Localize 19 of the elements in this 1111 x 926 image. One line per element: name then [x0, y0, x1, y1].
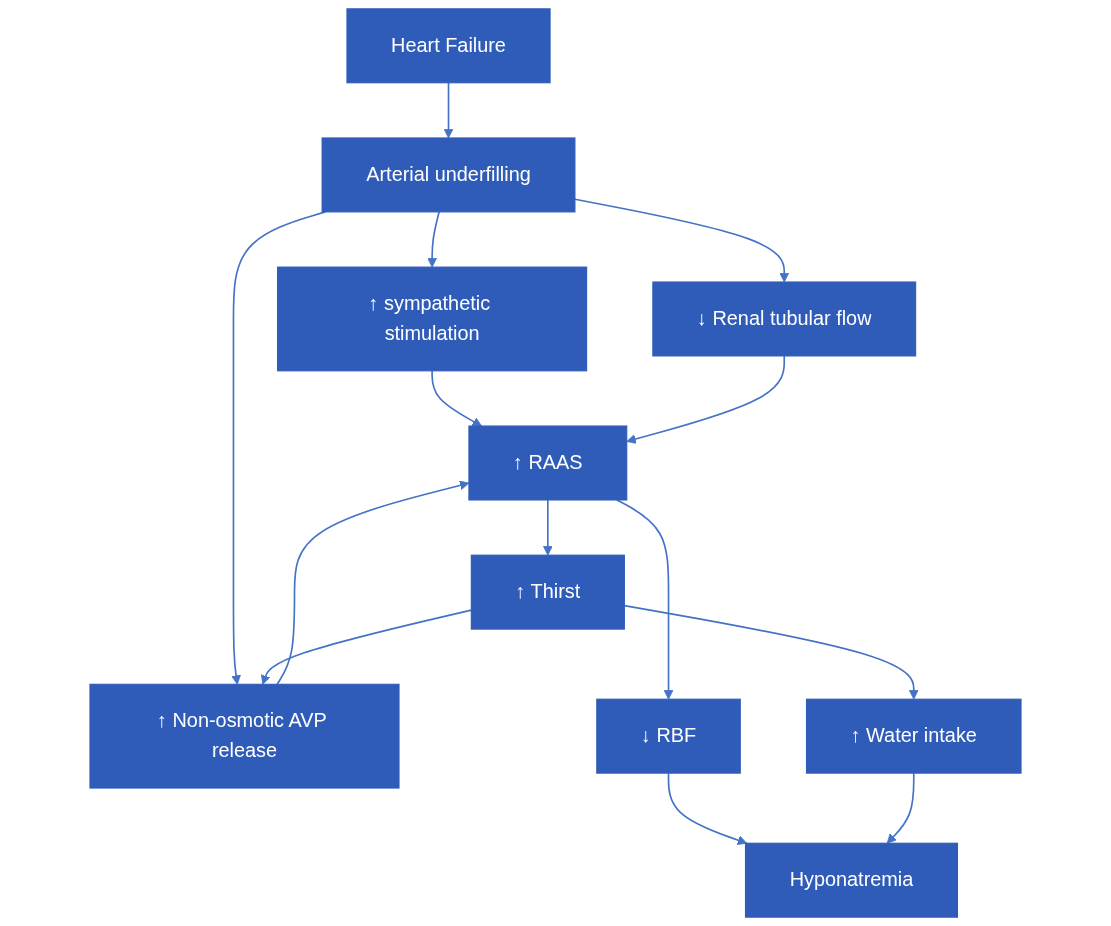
node-box: Arterial underfilling: [321, 137, 576, 213]
arrow: [431, 370, 482, 427]
node-box: ↓ RBF: [596, 698, 741, 774]
arrow: [626, 355, 786, 444]
node-box: ↑ Non-osmotic AVP release: [89, 683, 400, 789]
node-box: ↑ Thirst: [470, 554, 625, 630]
arrow: [427, 211, 440, 268]
arrow: [667, 772, 748, 845]
arrow: [886, 772, 915, 844]
arrow: [616, 499, 674, 700]
arrow: [574, 198, 790, 283]
node-box: ↓ Renal tubular flow: [652, 281, 917, 357]
node-box: ↑ RAAS: [468, 425, 628, 501]
arrow: [543, 499, 553, 556]
node-box: ↑ Water intake: [805, 698, 1022, 774]
node-box: ↑ sympathetic stimulation: [277, 266, 588, 372]
arrow: [443, 81, 454, 139]
node-box: Hyponatremia: [744, 842, 958, 918]
node-box: Heart Failure: [346, 8, 551, 84]
